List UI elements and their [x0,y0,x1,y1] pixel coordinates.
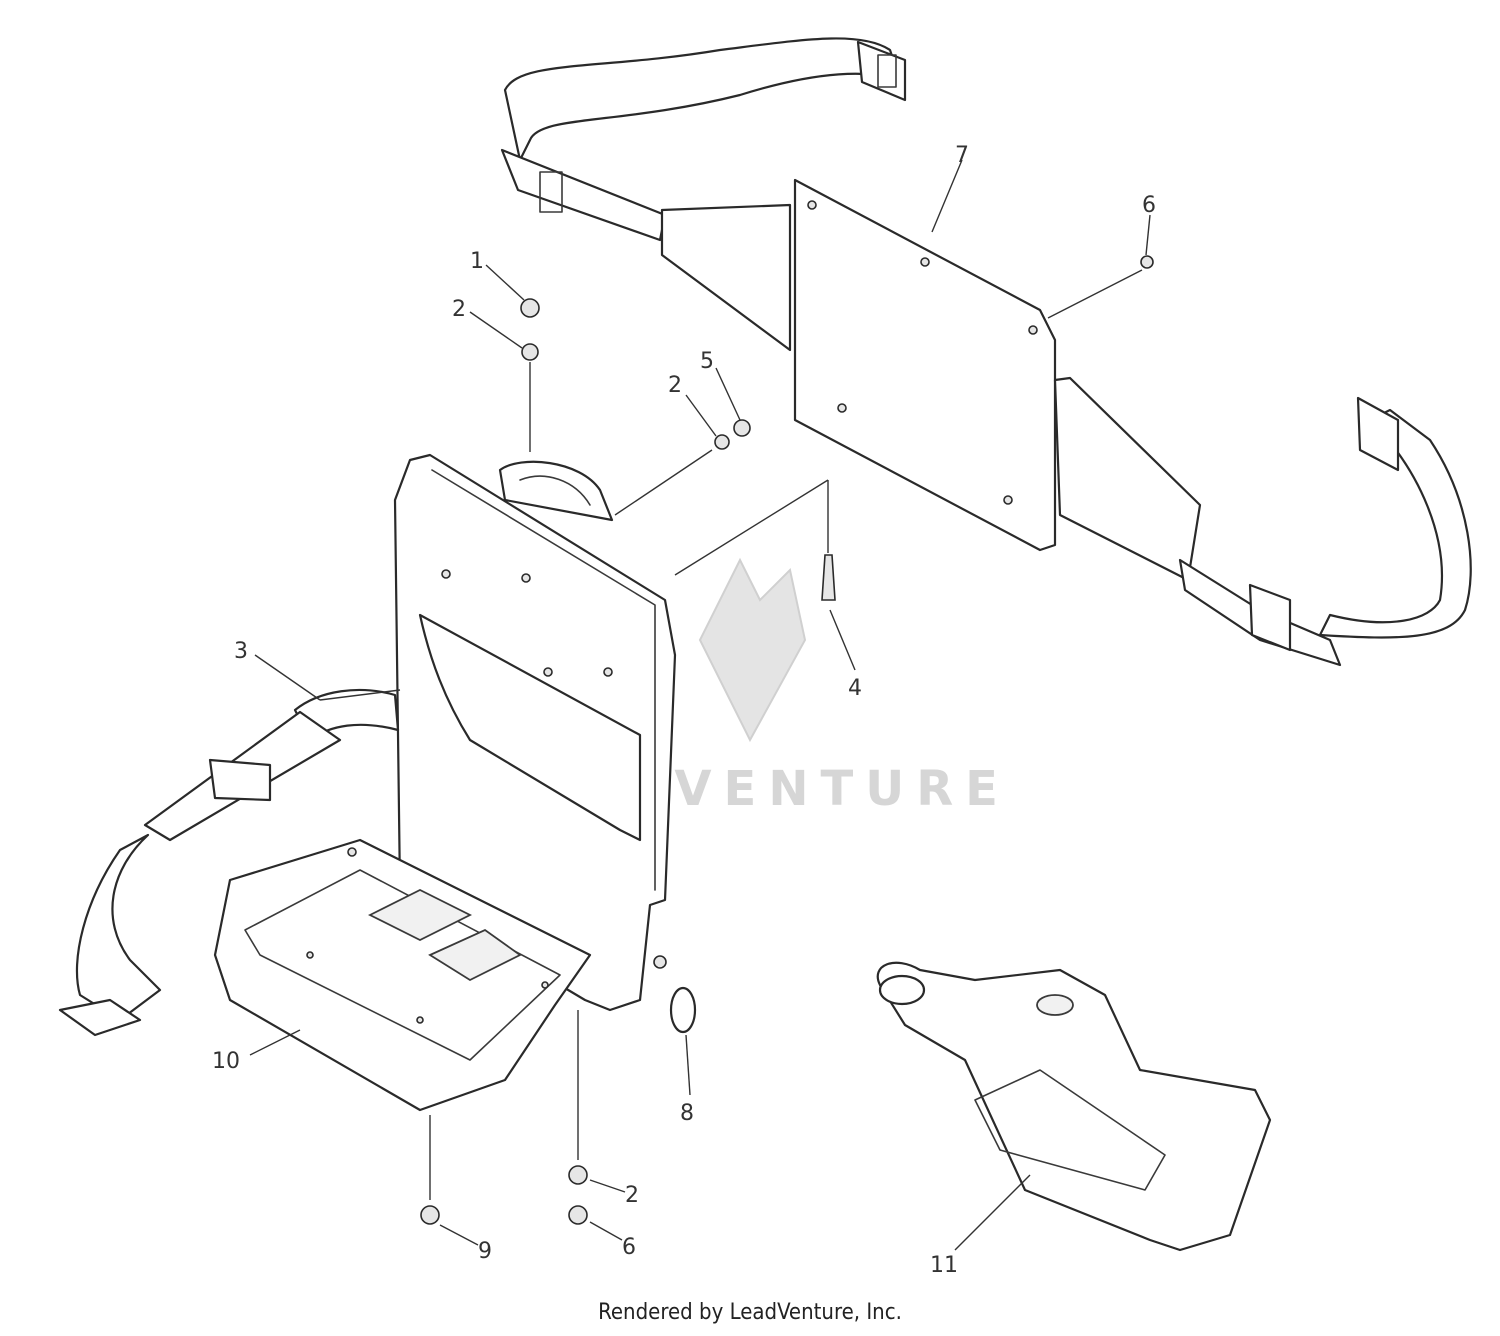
back-pad [793,178,1057,552]
callout-1: 1 [470,249,484,274]
callout-7: 7 [955,143,969,168]
callout-8: 8 [680,1101,694,1126]
screw-part-6-bottom [568,1205,588,1225]
waist-belt [58,688,400,1037]
callout-labels: 1 2 5 2 7 6 3 4 10 8 9 2 6 11 [212,143,1156,1278]
parts-diagram: LEADVENTURE [58,37,1472,1278]
leadventure-logo [698,557,807,743]
callout-2c: 2 [625,1183,639,1208]
washer-part-2-mid [714,434,730,450]
callout-2a: 2 [452,297,466,322]
shoulder-harness [500,37,1472,667]
hardware [420,255,1154,1225]
washer-part-2-top [521,343,539,361]
callout-6b: 6 [622,1235,636,1260]
callout-6a: 6 [1142,193,1156,218]
callout-10: 10 [212,1049,240,1074]
bolt-part-4 [821,554,836,601]
screw-part-9 [420,1205,440,1225]
fuel-tank [876,961,1272,1252]
knob-part-1 [520,298,540,318]
nut-part-5 [733,419,751,437]
callout-9: 9 [478,1239,492,1264]
footer-credit: Rendered by LeadVenture, Inc. [598,1300,902,1325]
callout-leaders [249,159,1151,1251]
callout-4: 4 [848,676,862,701]
grommet-part-8 [669,986,697,1034]
callout-3: 3 [234,639,248,664]
base-plate [213,838,592,1112]
screw-part-6-top [1140,255,1154,269]
callout-5: 5 [700,349,714,374]
callout-2b: 2 [668,373,682,398]
washer-part-2-bottom [568,1165,588,1185]
backpack-frame [393,453,677,1012]
callout-11: 11 [930,1253,958,1278]
